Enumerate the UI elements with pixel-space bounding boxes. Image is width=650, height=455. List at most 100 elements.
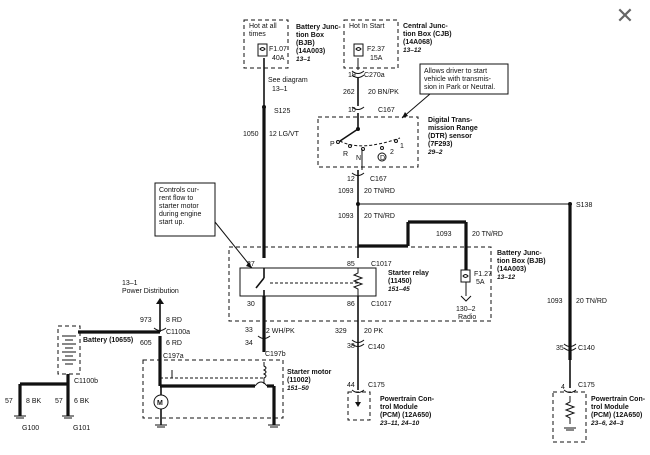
bjb-top-fuse-amps: 40A <box>272 55 285 62</box>
relay-pin-87: 87 <box>247 261 255 268</box>
close-button[interactable]: ✕ <box>612 4 638 30</box>
cjb-wire-262: 262 <box>343 89 355 96</box>
dtr-title: Digital Trans- mission Range (DTR) senso… <box>427 117 478 156</box>
dtr-pin-12: 12 <box>347 176 355 183</box>
motor-symbol: M <box>157 400 163 407</box>
wire-973-color: 8 RD <box>166 317 182 324</box>
dtr-pos-n: N <box>356 155 361 162</box>
gnd-left-num: 57 <box>5 398 13 405</box>
starter-relay-ref: 151–45 <box>388 286 410 293</box>
dtr-pos-p: P <box>330 141 335 148</box>
wire-1050-color: 12 LG/VT <box>269 131 300 138</box>
right-feed-color: 20 TN/RD <box>576 298 607 305</box>
cjb-fuse-amps: 15A <box>370 55 383 62</box>
pcm-left-title-1: Powertrain Con- <box>380 396 435 403</box>
callout-relay-3: starter motor <box>159 203 199 210</box>
bjb-top-fuse-box: Hot at all times F1.07 40A <box>243 19 289 69</box>
bjb-bottom-fuse-amps: 5A <box>476 279 485 286</box>
bjb-bottom-title-2: tion Box (BJB) <box>497 258 546 265</box>
cjb-wire-19-color: 20 BN/PK <box>368 89 399 96</box>
ground-g100: G100 <box>22 425 39 432</box>
bjb-top-title: Battery Junc- tion Box (BJB) (14A003) 13… <box>296 24 341 63</box>
pcm-right: 4 C175 Powertrain Con- trol Module (PCM)… <box>552 382 646 443</box>
bjb-top-ref: 13–1 <box>296 56 311 63</box>
pcm-left: 44 C175 Powertrain Con- trol Module (PCM… <box>347 382 435 427</box>
bjb-top-title-4: (14A003) <box>296 48 325 55</box>
relay-feed-color: 20 TN/RD <box>472 231 503 238</box>
bjb-bottom: 87 85 C1017 Starter relay (11450) 151–45… <box>228 246 492 322</box>
relay-feed-num: 1093 <box>436 231 452 238</box>
pcm-right-ref: 23–6, 24–3 <box>590 420 624 427</box>
cjb-pin-10: 10 <box>348 107 356 114</box>
bjb-bottom-title: Battery Junc- tion Box (BJB) (14A003) 13… <box>497 250 546 281</box>
pcm-left-pin-44: 44 <box>347 382 355 389</box>
power-dist-label: Power Distribution <box>122 288 179 295</box>
callout-relay-5: start up. <box>159 219 184 226</box>
starter-motor-title-2: (11002) <box>287 377 311 384</box>
starter-relay-title-1: Starter relay <box>388 270 429 277</box>
callout-relay-4: during engine <box>159 211 202 218</box>
bjb-top-title-2: tion Box <box>296 32 324 39</box>
ground-g101: G101 <box>73 425 90 432</box>
bjb-bottom-fuse-id: F1.27 <box>474 271 492 278</box>
callout-relay-2: rent flow to <box>159 195 193 202</box>
bjb-top-title-3: (BJB) <box>296 40 315 47</box>
starter-wire-33-color: 12 WH/PK <box>262 328 295 335</box>
starter-relay-title-2: (11450) <box>388 278 412 285</box>
wire-605-color: 6 RD <box>166 340 182 347</box>
bjb-top-note-1: See diagram <box>268 77 308 84</box>
wire-605-num: 605 <box>140 340 152 347</box>
dtr-sensor: P R N D 2 1 <box>317 113 419 170</box>
callout-dtr-1: Allows driver to start <box>424 68 487 75</box>
pcm-right-title-3: (PCM) (12A650) <box>591 412 642 419</box>
starter-motor-ref: 151–50 <box>287 385 309 392</box>
cjb-ref: 13–12 <box>403 47 421 54</box>
pcm-left-pin-38: 38 <box>347 343 355 350</box>
gnd-right-color: 6 BK <box>74 398 90 405</box>
relay-pin-30: 30 <box>247 301 255 308</box>
dtr-wire-1093-num: 1093 <box>338 188 354 195</box>
cjb-title-2: tion Box (CJB) <box>403 31 452 38</box>
cjb-conn-c167-top: C167 <box>378 107 395 114</box>
splice-s138-label: S138 <box>576 202 592 209</box>
battery-label: Battery (10655) <box>83 337 133 344</box>
starter-motor: C197b M <box>142 351 286 428</box>
starter-motor-title: Starter motor (11002) 151–50 <box>287 369 332 392</box>
wire-973-num: 973 <box>140 317 152 324</box>
relay-pin-85: 85 <box>347 261 355 268</box>
starter-pin-33: 33 <box>245 327 253 334</box>
pcm-left-conn-c140: C140 <box>368 344 385 351</box>
bjb-bottom-ref: 13–12 <box>497 274 515 281</box>
conn-c1100b: C1100b <box>74 378 98 385</box>
right-feed-conn: C140 <box>578 345 595 352</box>
bjb-bottom-title-3: (14A003) <box>497 266 526 273</box>
right-feed-num: 1093 <box>547 298 563 305</box>
cjb-title-1: Central Junc- <box>403 23 448 30</box>
relay-pin-86: 86 <box>347 301 355 308</box>
radio-ref: 130–2 <box>456 306 476 313</box>
pcm-right-title-1: Powertrain Con- <box>591 396 646 403</box>
callout-dtr: Allows driver to start vehicle with tran… <box>401 63 509 119</box>
pcm-left-wire-329: 329 <box>335 328 347 335</box>
bjb-top-note-2: 13–1 <box>272 86 288 93</box>
dtr-title-3: (DTR) sensor <box>428 133 472 140</box>
pcm-left-conn-c175: C175 <box>368 382 385 389</box>
dtr-wire-1093-color: 20 TN/RD <box>364 188 395 195</box>
pcm-left-wire-329-color: 20 PK <box>364 328 383 335</box>
splice-s125-label: S125 <box>274 108 290 115</box>
dtr-pos-2: 2 <box>390 149 394 156</box>
power-dist-ref: 13–1 <box>122 280 138 287</box>
dtr-title-2: mission Range <box>428 125 478 132</box>
pcm-left-ref: 23–11, 24–10 <box>379 420 420 427</box>
pcm-right-pin-4: 4 <box>561 384 565 391</box>
gnd-left-color: 8 BK <box>26 398 42 405</box>
splice-1093-num: 1093 <box>338 213 354 220</box>
dtr-ref: 29–2 <box>427 149 443 156</box>
conn-c1100a: C1100a <box>166 329 190 336</box>
cjb-fuse-label: Hot In Start <box>349 23 384 30</box>
callout-relay-1: Controls cur- <box>159 187 200 194</box>
cjb-title-3: (14A068) <box>403 39 432 46</box>
wire-1050-num: 1050 <box>243 131 259 138</box>
cjb-fuse-box: Hot In Start F2.37 15A <box>343 19 399 69</box>
